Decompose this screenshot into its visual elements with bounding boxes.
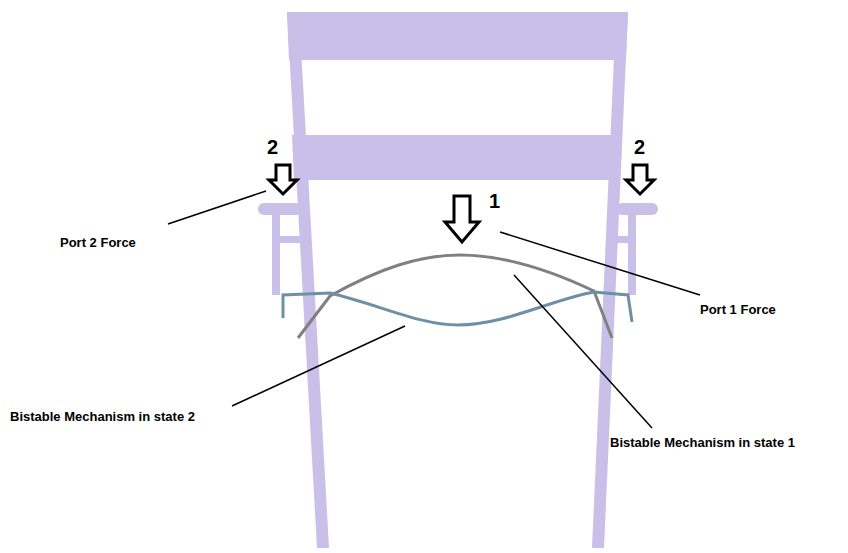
- right-armrest-pad: [616, 203, 658, 215]
- part-label: Bistable Mechanism in state 1: [610, 436, 795, 450]
- top-slat: [287, 12, 628, 60]
- part-label: Port 2 Force: [60, 236, 136, 250]
- callout-number: 1: [489, 190, 500, 212]
- leader-line: [514, 275, 652, 428]
- part-label: Port 1 Force: [700, 303, 776, 317]
- force-arrow-left: [269, 165, 297, 194]
- callout-number: 2: [267, 136, 278, 158]
- leader-line: [232, 326, 405, 406]
- left-armrest-bar: [278, 236, 306, 243]
- middle-slat: [292, 135, 622, 180]
- callout-number: 2: [634, 136, 645, 158]
- part-label: Bistable Mechanism in state 2: [10, 410, 195, 424]
- left-leg: [287, 12, 329, 548]
- force-arrow-right: [626, 165, 654, 194]
- right-armrest-bar: [606, 236, 630, 243]
- leader-line: [168, 191, 266, 224]
- left-armrest-post: [272, 213, 280, 295]
- leader-line: [500, 232, 700, 295]
- bistable-state-2: [283, 292, 632, 325]
- right-leg: [592, 12, 628, 548]
- force-arrow-center: [445, 196, 479, 242]
- right-armrest-post: [628, 213, 636, 295]
